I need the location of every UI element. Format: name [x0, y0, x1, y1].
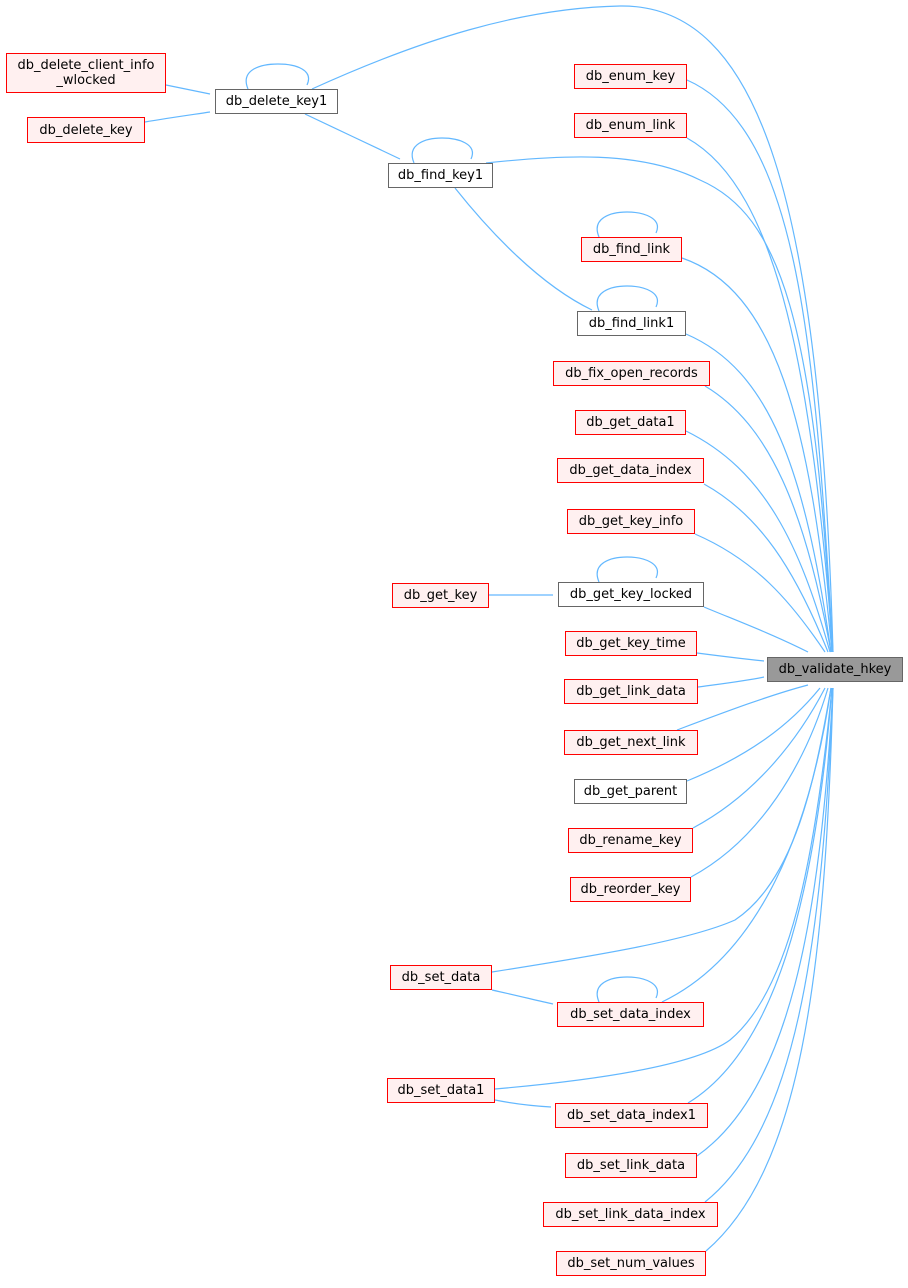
- edge-db_find_key1-to-db_validate_hkey: [485, 156, 833, 653]
- edge-db_get_data1-to-db_validate_hkey: [685, 430, 831, 653]
- edge-db_reorder_key-to-db_validate_hkey: [690, 687, 829, 878]
- edge-db_find_link-to-db_validate_hkey: [681, 257, 833, 653]
- edge-db_set_data-to-db_set_data_index: [491, 989, 554, 1005]
- node-db_get_link_data[interactable]: db_get_link_data: [564, 679, 698, 704]
- edge-db_get_key_time-to-db_validate_hkey: [696, 652, 765, 662]
- edge-db_find_link-to-db_find_link: [596, 211, 659, 238]
- node-db_get_key_time[interactable]: db_get_key_time: [565, 631, 697, 656]
- edge-db_set_num_values-to-db_validate_hkey: [705, 687, 834, 1252]
- node-db_delete_key1[interactable]: db_delete_key1: [215, 89, 338, 114]
- edge-db_delete_client_info_wlocked-to-db_delete_key1: [165, 84, 211, 95]
- edge-db_get_key_locked-to-db_get_key_locked: [596, 556, 659, 583]
- node-db_find_link[interactable]: db_find_link: [581, 237, 682, 262]
- node-db_set_data_index[interactable]: db_set_data_index: [557, 1002, 704, 1027]
- edge-db_delete_key1-to-db_validate_hkey: [311, 5, 834, 653]
- node-db_set_data1[interactable]: db_set_data1: [387, 1078, 495, 1103]
- edge-db_get_key_locked-to-db_validate_hkey: [703, 606, 809, 653]
- edge-db_delete_key1-to-db_find_key1: [304, 113, 401, 160]
- edge-db_rename_key-to-db_validate_hkey: [692, 687, 826, 829]
- edge-db_delete_key-to-db_delete_key1: [144, 111, 211, 123]
- node-db_get_key[interactable]: db_get_key: [392, 583, 489, 608]
- edge-db_find_key1-to-db_find_link1: [454, 187, 593, 311]
- node-db_set_data_index1[interactable]: db_set_data_index1: [555, 1103, 708, 1128]
- node-db_enum_key[interactable]: db_enum_key: [574, 64, 687, 89]
- edge-db_get_data_index-to-db_validate_hkey: [703, 483, 829, 653]
- edge-db_get_link_data-to-db_validate_hkey: [697, 676, 765, 688]
- node-db_get_next_link[interactable]: db_get_next_link: [564, 730, 698, 755]
- node-db_find_key1[interactable]: db_find_key1: [388, 163, 493, 188]
- node-db_enum_link[interactable]: db_enum_link: [574, 113, 687, 138]
- node-db_rename_key[interactable]: db_rename_key: [568, 828, 693, 853]
- edge-db_find_link1-to-db_validate_hkey: [685, 333, 832, 653]
- edge-db_get_parent-to-db_validate_hkey: [686, 687, 821, 782]
- node-db_get_parent[interactable]: db_get_parent: [574, 779, 687, 804]
- edge-db_delete_key1-to-db_delete_key1: [245, 63, 310, 90]
- edge-db_set_data_index-to-db_validate_hkey: [661, 687, 832, 1003]
- edge-db_find_link1-to-db_find_link1: [596, 285, 659, 312]
- node-db_fix_open_records[interactable]: db_fix_open_records: [553, 361, 710, 386]
- node-db_get_key_locked[interactable]: db_get_key_locked: [558, 582, 704, 607]
- node-db_delete_key[interactable]: db_delete_key: [27, 117, 145, 143]
- edge-db_get_next_link-to-db_validate_hkey: [676, 684, 809, 731]
- edge-db_set_data1-to-db_validate_hkey: [494, 687, 833, 1090]
- edge-db_find_key1-to-db_find_key1: [411, 137, 474, 164]
- edge-db_set_data1-to-db_set_data_index1: [494, 1099, 552, 1108]
- node-db_get_key_info[interactable]: db_get_key_info: [567, 509, 695, 534]
- edge-db_get_key_info-to-db_validate_hkey: [694, 533, 826, 653]
- node-db_get_data1[interactable]: db_get_data1: [575, 410, 686, 435]
- edge-db_set_link_data_index-to-db_validate_hkey: [704, 687, 834, 1203]
- node-db_validate_hkey[interactable]: db_validate_hkey: [767, 657, 903, 682]
- node-db_set_data[interactable]: db_set_data: [390, 965, 492, 990]
- edge-db_set_data_index1-to-db_validate_hkey: [687, 687, 833, 1104]
- edge-db_enum_link-to-db_validate_hkey: [686, 137, 834, 653]
- edge-db_fix_open_records-to-db_validate_hkey: [704, 385, 832, 653]
- node-db_delete_client_info_wlocked[interactable]: db_delete_client_info _wlocked: [6, 53, 166, 93]
- node-db_set_link_data_index[interactable]: db_set_link_data_index: [543, 1202, 718, 1227]
- edge-db_set_data_index-to-db_set_data_index: [596, 976, 659, 1003]
- node-db_set_link_data[interactable]: db_set_link_data: [565, 1153, 697, 1178]
- node-db_find_link1[interactable]: db_find_link1: [577, 311, 686, 336]
- node-db_reorder_key[interactable]: db_reorder_key: [570, 877, 691, 902]
- edge-db_set_link_data-to-db_validate_hkey: [696, 687, 834, 1157]
- node-db_get_data_index[interactable]: db_get_data_index: [557, 458, 704, 483]
- edge-db_enum_key-to-db_validate_hkey: [686, 79, 834, 653]
- node-db_set_num_values[interactable]: db_set_num_values: [556, 1251, 706, 1276]
